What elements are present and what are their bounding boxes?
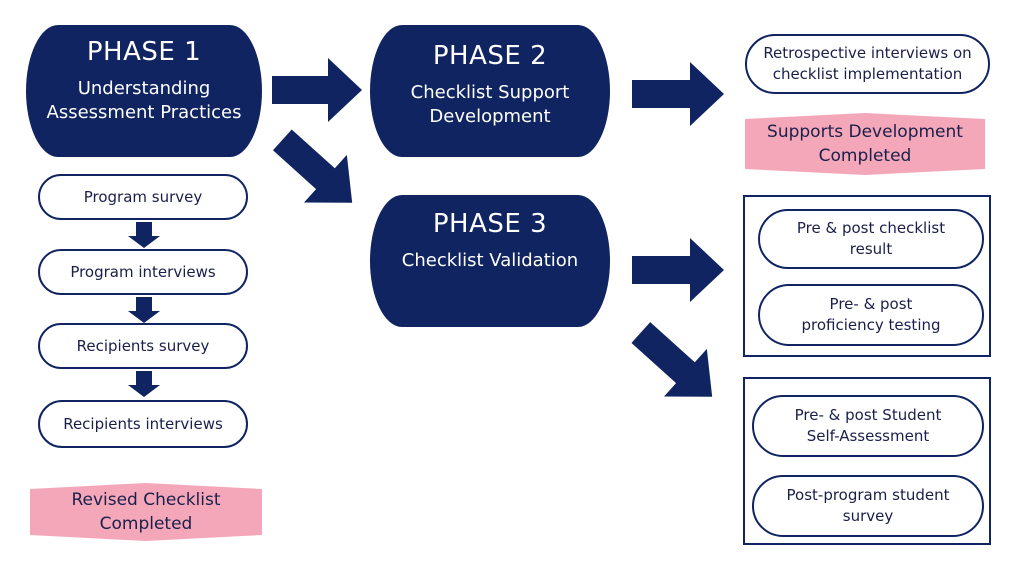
phase3-step-proficiency-testing: Pre- & post proficiency testing [758,284,984,346]
phase3-block: PHASE 3 Checklist Validation [370,195,610,327]
phase3-title: PHASE 3 [432,209,548,239]
arrow-phase3-to-group2 [631,322,713,397]
arrow-phase3-to-group1 [632,238,724,302]
phase1-subtitle: Understanding Assessment Practices [46,78,242,123]
phase1-step-recipients-interviews: Recipients interviews [38,400,248,448]
phase1-step-recipients-survey: Recipients survey [38,323,248,369]
phase2-step-retrospective-interviews: Retrospective interviews on checklist im… [745,34,990,94]
arrow-down-3 [128,371,160,397]
phase3-step-post-program-survey: Post-program student survey [752,475,984,537]
arrow-phase2-to-retrospective [632,62,724,126]
phase1-step-program-interviews: Program interviews [38,249,248,295]
phase3-step-pre-post-checklist: Pre & post checklist result [758,209,984,269]
phase1-outcome-text: Revised Checklist Completed [71,490,221,534]
phase2-outcome-banner: Supports Development Completed [745,113,985,175]
phase1-title: PHASE 1 [86,37,202,67]
phase3-subtitle: Checklist Validation [401,250,579,271]
phase1-outcome-banner: Revised Checklist Completed [30,483,262,541]
arrow-down-1 [128,222,160,248]
phase2-subtitle: Checklist Support Development [410,82,570,127]
phase2-block: PHASE 2 Checklist Support Development [370,25,610,157]
phase2-title: PHASE 2 [432,41,548,71]
arrow-phase1-to-phase3 [272,129,353,203]
banner-shape [30,483,262,541]
arrow-down-2 [128,297,160,323]
phase1-block: PHASE 1 Understanding Assessment Practic… [26,25,262,157]
phase3-step-student-self-assessment: Pre- & post Student Self-Assessment [752,395,984,457]
arrow-phase1-to-phase2 [272,58,362,122]
phase2-outcome-text: Supports Development Completed [767,122,963,166]
phase1-step-program-survey: Program survey [38,174,248,220]
banner-shape [745,113,985,175]
